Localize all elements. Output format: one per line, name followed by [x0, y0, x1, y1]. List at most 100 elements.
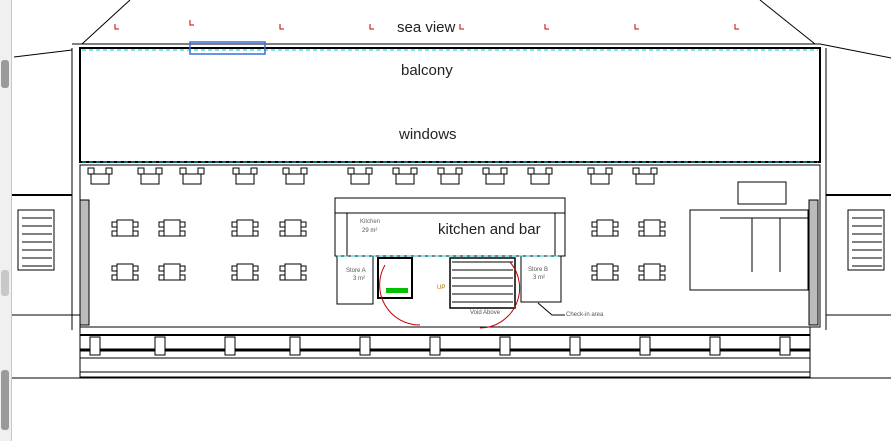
two-seat-table	[90, 173, 110, 185]
up-label: UP	[437, 285, 446, 291]
chair	[279, 274, 286, 281]
chair	[591, 221, 598, 228]
chair	[650, 167, 658, 175]
chair	[158, 265, 165, 272]
chair	[638, 230, 645, 237]
selection-box[interactable]	[189, 41, 266, 55]
chair	[179, 167, 187, 175]
chair	[482, 167, 490, 175]
four-seat-table	[163, 219, 181, 237]
chair	[659, 230, 666, 237]
chair	[612, 274, 619, 281]
four-seat-table	[596, 263, 614, 281]
facade	[79, 326, 811, 378]
chair	[612, 265, 619, 272]
chair	[300, 221, 307, 228]
chair	[392, 167, 400, 175]
two-seat-table	[635, 173, 655, 185]
chair	[587, 167, 595, 175]
chair	[279, 230, 286, 237]
two-seat-table	[395, 173, 415, 185]
chair	[179, 274, 186, 281]
chair	[282, 167, 290, 175]
column	[808, 199, 819, 326]
left-panel-scrollbar[interactable]	[0, 0, 12, 441]
chair	[300, 274, 307, 281]
window-mullion	[154, 336, 166, 356]
window-mullion	[224, 336, 236, 356]
side-stair-left	[17, 209, 55, 271]
chair	[591, 265, 598, 272]
chair	[111, 274, 118, 281]
scrollbar-thumb[interactable]	[1, 370, 9, 430]
chair	[232, 167, 240, 175]
kitchen-area: 29 m²	[362, 228, 378, 234]
four-seat-table	[643, 219, 661, 237]
column	[79, 199, 90, 326]
chair	[179, 265, 186, 272]
window-mullion	[89, 336, 101, 356]
chair	[179, 221, 186, 228]
chair	[347, 167, 355, 175]
chair	[155, 167, 163, 175]
chair	[252, 274, 259, 281]
four-seat-table	[163, 263, 181, 281]
chair	[455, 167, 463, 175]
scrollbar-thumb[interactable]	[1, 60, 9, 88]
four-seat-table	[116, 219, 134, 237]
toilets	[689, 209, 809, 291]
two-seat-table	[440, 173, 460, 185]
chair	[410, 167, 418, 175]
chair	[158, 221, 165, 228]
store-b-area: 3 m²	[533, 275, 545, 281]
side-stair-right	[847, 209, 885, 271]
chair	[591, 274, 598, 281]
chair	[638, 221, 645, 228]
chair	[231, 230, 238, 237]
two-seat-table	[485, 173, 505, 185]
chair	[158, 230, 165, 237]
chair	[500, 167, 508, 175]
scrollbar-thumb[interactable]	[1, 270, 9, 296]
chair	[659, 265, 666, 272]
store-b-label: Store B	[528, 267, 549, 273]
window-mullion	[429, 336, 441, 356]
chair	[197, 167, 205, 175]
window-mullion	[569, 336, 581, 356]
window-mullion	[359, 336, 371, 356]
chair	[605, 167, 613, 175]
four-seat-table	[643, 263, 661, 281]
section-marker	[189, 20, 194, 26]
chair	[252, 221, 259, 228]
chair	[300, 230, 307, 237]
label-sea-view: sea view	[397, 19, 456, 36]
chair	[250, 167, 258, 175]
chair	[632, 167, 640, 175]
chair	[527, 167, 535, 175]
roof-line	[759, 0, 816, 45]
four-seat-table	[116, 263, 134, 281]
roof-line	[81, 0, 131, 45]
chair	[132, 221, 139, 228]
chair	[137, 167, 145, 175]
chair	[132, 274, 139, 281]
chair	[231, 274, 238, 281]
section-marker	[459, 24, 464, 30]
roof-line	[819, 43, 891, 59]
chair	[111, 221, 118, 228]
lift	[377, 257, 413, 299]
section-marker	[279, 24, 284, 30]
four-seat-table	[284, 263, 302, 281]
label-balcony: balcony	[401, 62, 453, 79]
two-seat-table	[235, 173, 255, 185]
void-above-label: Void Above	[470, 310, 501, 316]
two-seat-table	[350, 173, 370, 185]
four-seat-table	[284, 219, 302, 237]
four-seat-table	[236, 219, 254, 237]
large-table	[737, 181, 787, 205]
check-in-label: Check-in area	[566, 312, 604, 318]
staircase	[449, 257, 516, 309]
chair	[252, 265, 259, 272]
window-mullion	[289, 336, 301, 356]
